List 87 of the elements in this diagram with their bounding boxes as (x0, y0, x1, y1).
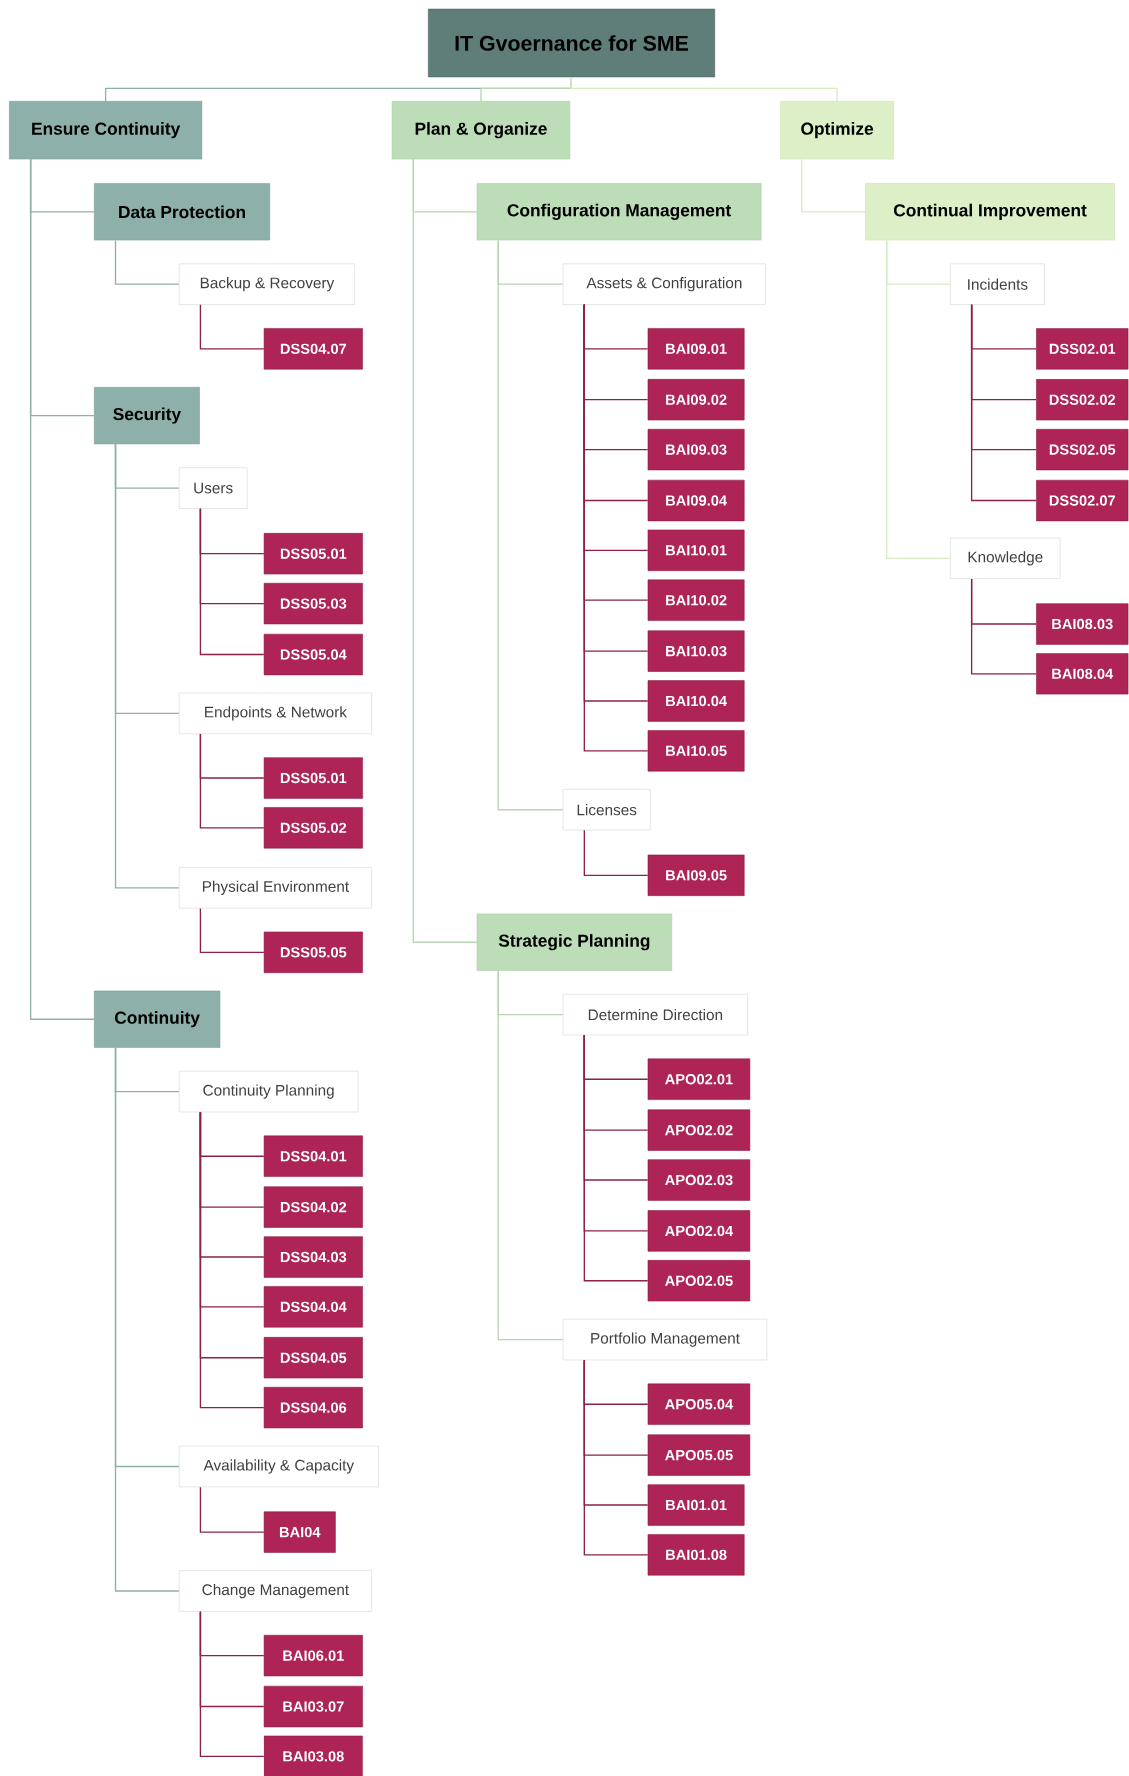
connector-line (199, 1611, 265, 1757)
root-box: IT Gvoernance for SME (428, 8, 716, 78)
topic-box: Change Management (178, 1570, 372, 1612)
control-code-box: DSS05.02 (263, 807, 363, 849)
control-code-box: BAI10.05 (647, 730, 745, 772)
topic-box: Assets & Configuration (562, 263, 767, 305)
control-code-box: DSS05.05 (263, 931, 363, 973)
topic-box: Backup & Recovery (178, 263, 355, 305)
topic-box: Knowledge (950, 537, 1061, 579)
control-code-box: DSS02.05 (1036, 428, 1129, 471)
control-code-box: BAI03.08 (263, 1735, 363, 1776)
topic-box: Licenses (562, 789, 651, 831)
connector-line (412, 158, 478, 943)
control-code-box: DSS05.01 (263, 533, 363, 575)
control-code-box: APO02.05 (647, 1260, 751, 1302)
category-box: Security (94, 387, 200, 445)
control-code-box: BAI03.07 (263, 1685, 363, 1728)
control-code-box: APO02.04 (647, 1210, 751, 1252)
control-code-box: DSS04.03 (263, 1236, 363, 1278)
connector-line (199, 304, 265, 350)
control-code-box: APO02.02 (647, 1109, 751, 1151)
control-code-box: DSS04.05 (263, 1337, 363, 1379)
control-code-box: BAI01.01 (647, 1484, 745, 1526)
control-code-box: BAI10.01 (647, 529, 745, 571)
control-code-box: APO02.01 (647, 1058, 751, 1100)
connector-line (583, 1359, 649, 1556)
control-code-box: BAI09.04 (647, 479, 745, 522)
category-box: Ensure Continuity (9, 101, 203, 160)
connector-line (583, 829, 649, 876)
connector-line (497, 970, 564, 1341)
topic-box: Endpoints & Network (178, 692, 372, 735)
connector-line (199, 733, 265, 829)
connector-line (970, 304, 1037, 502)
control-code-box: DSS04.01 (263, 1135, 363, 1177)
control-code-box: BAI09.03 (647, 428, 745, 471)
connector-line (886, 239, 951, 559)
control-code-box: BAI08.03 (1036, 603, 1129, 645)
category-box: Configuration Management (476, 183, 762, 241)
control-code-box: BAI09.02 (647, 379, 745, 421)
control-code-box: DSS05.01 (263, 757, 363, 799)
control-code-box: DSS04.06 (263, 1386, 363, 1429)
topic-box: Continuity Planning (178, 1070, 359, 1113)
control-code-box: BAI08.04 (1036, 653, 1129, 695)
connector-line (801, 158, 866, 213)
control-code-box: APO05.04 (647, 1383, 751, 1425)
control-code-box: DSS05.03 (263, 582, 363, 625)
topic-box: Physical Environment (178, 867, 372, 909)
connector-line (114, 239, 180, 285)
control-code-box: DSS04.02 (263, 1186, 363, 1228)
control-code-box: DSS05.04 (263, 633, 363, 676)
control-code-box: APO05.05 (647, 1434, 751, 1476)
control-code-box: DSS02.01 (1036, 328, 1129, 370)
category-box: Optimize (780, 101, 894, 160)
category-box: Strategic Planning (476, 913, 672, 971)
control-code-box: DSS02.07 (1036, 479, 1129, 522)
topic-box: Incidents (950, 263, 1045, 305)
connector-line (199, 1486, 265, 1533)
connector-line (570, 76, 838, 102)
connector-line (114, 443, 180, 889)
connector-line (199, 508, 265, 656)
connector-line (29, 158, 95, 1020)
control-code-box: BAI04 (263, 1511, 336, 1553)
control-code-box: BAI01.08 (647, 1534, 745, 1576)
connector-line (114, 1047, 180, 1592)
connector-line (970, 578, 1037, 675)
control-code-box: BAI06.01 (263, 1634, 363, 1677)
control-code-box: BAI09.05 (647, 854, 745, 896)
category-box: Continuity (94, 990, 221, 1048)
control-code-box: BAI10.04 (647, 680, 745, 722)
connector-line (583, 1034, 649, 1282)
connector-line (497, 239, 564, 811)
topic-box: Determine Direction (562, 993, 748, 1036)
category-box: Plan & Organize (391, 101, 571, 160)
control-code-box: DSS02.02 (1036, 379, 1129, 421)
control-code-box: BAI10.02 (647, 579, 745, 621)
control-code-box: BAI10.03 (647, 630, 745, 672)
category-box: Continual Improvement (865, 183, 1115, 241)
control-code-box: DSS04.04 (263, 1286, 363, 1328)
topic-box: Portfolio Management (562, 1318, 768, 1361)
connector-line (199, 1111, 265, 1409)
topic-box: Users (178, 467, 248, 509)
control-code-box: APO02.03 (647, 1159, 751, 1201)
topic-box: Availability & Capacity (178, 1445, 379, 1488)
control-code-box: DSS04.07 (263, 328, 363, 370)
control-code-box: BAI09.01 (647, 328, 745, 370)
connector-line (199, 907, 265, 953)
category-box: Data Protection (94, 183, 271, 241)
